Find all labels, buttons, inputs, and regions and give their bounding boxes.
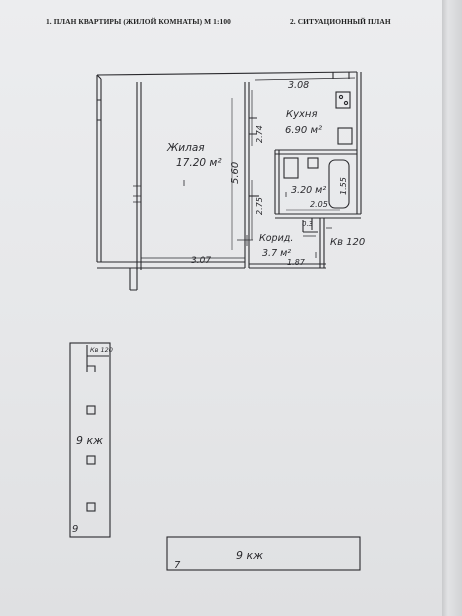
horizontal-block-floors: 9 кж: [236, 549, 263, 562]
kitchen-label: Кухня: [286, 109, 318, 120]
door-width: 0.3: [302, 220, 313, 228]
bottom-wall-living: [97, 261, 245, 269]
kitchen-area: 6.90 м²: [285, 125, 322, 136]
corridor-area: 3.7 м²: [262, 248, 291, 259]
top-width-label: 3.08: [288, 80, 309, 91]
corridor-label: Корид.: [259, 233, 293, 244]
top-wall: [96, 71, 358, 76]
bath-left-wall: [274, 150, 280, 214]
stove-icon: [335, 91, 351, 109]
right-wall: [356, 72, 362, 214]
building-block-vertical: [69, 342, 111, 538]
situation-plan-title: 2. СИТУАЦИОННЫЙ ПЛАН: [290, 17, 391, 26]
corridor-depth: 2.75: [255, 197, 264, 215]
building-block-horizontal: [166, 536, 361, 571]
toilet-icon: [283, 157, 299, 179]
corridor-right-wall: [319, 218, 325, 268]
bottom-wall-corridor: [249, 263, 326, 269]
vertical-block-floors: 9 кж: [76, 434, 103, 447]
next-page-edge: [442, 0, 462, 616]
horizontal-block-number: 7: [174, 560, 181, 571]
vertical-block-apartment: Кв 120: [90, 346, 113, 354]
kitchen-depth: 2.74: [255, 125, 264, 143]
living-room-area: 17.20 м²: [176, 157, 222, 169]
bathroom-area: 3.20 м²: [291, 185, 326, 196]
bathroom-depth: 1.55: [339, 177, 348, 195]
washbasin-icon: [307, 157, 319, 169]
living-room-width: 3.07: [191, 256, 211, 266]
bathroom-width: 2.05: [310, 200, 328, 209]
partition-living-wall: [136, 82, 142, 270]
living-room-label: Жилая: [166, 142, 205, 154]
vertical-block-number: 9: [72, 524, 78, 535]
bath-bottom-wall: [275, 213, 361, 219]
staircase-apartment-label: Кв 120: [330, 237, 365, 248]
kitchen-bath-wall: [275, 149, 357, 155]
living-room-length: 5.60: [230, 162, 241, 184]
sink-icon: [337, 127, 353, 145]
living-kitchen-wall: [244, 82, 250, 268]
corridor-width: 1.87: [287, 258, 306, 267]
left-wall: [96, 74, 102, 262]
plan-title: 1. ПЛАН КВАРТИРЫ (ЖИЛОЙ КОМНАТЫ) М 1:100: [46, 17, 231, 26]
bathtub-icon: [328, 159, 350, 209]
